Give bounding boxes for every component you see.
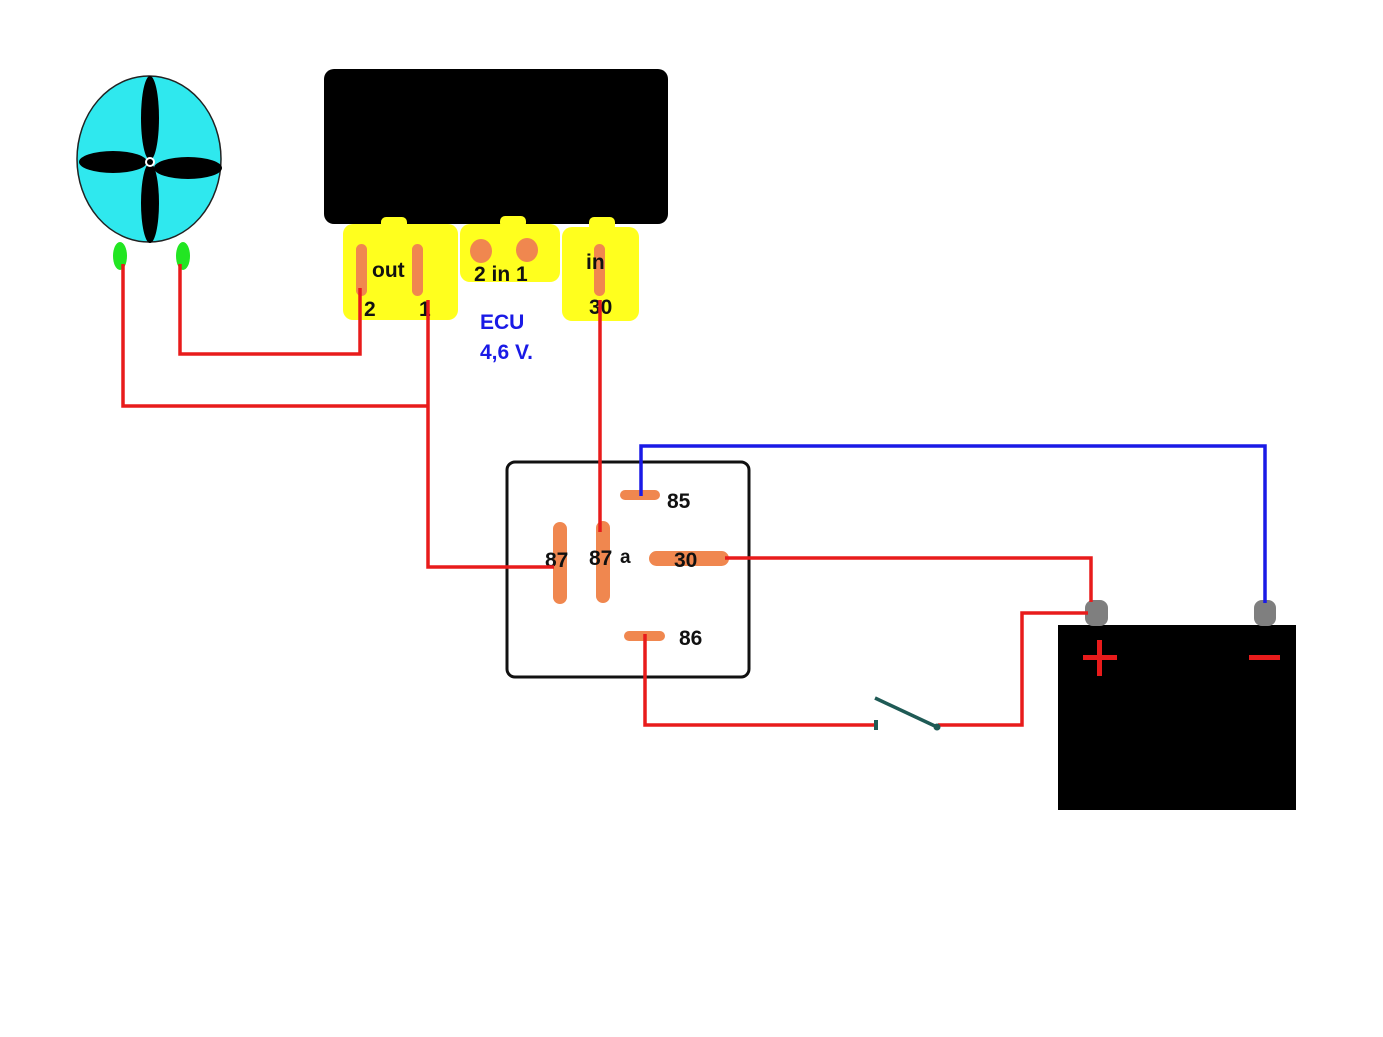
ecu-connector-out [343,217,458,320]
minus-icon [1249,655,1280,660]
ecu-voltage-label: 4,6 V. [480,341,533,364]
ecu: out 2 1 2 in 1 in 30 ECU 4,6 V. [324,69,668,364]
relay: 85 87 87 a 30 86 [505,460,751,679]
relay-pin-87 [553,522,567,604]
fan-terminal-right [176,242,190,270]
wire-relay-85-to-battery-negative [639,444,1267,603]
battery: + − [0,0,1296,810]
relay-label-86: 86 [679,627,702,650]
relay-label-30: 30 [674,549,697,572]
battery-post-negative [1254,600,1276,626]
relay-label-85: 85 [667,490,691,513]
switch [874,696,941,731]
wires [121,264,1267,727]
battery-positive-sign: + [0,0,1,1]
wire-switch-to-battery-positive [938,611,1088,727]
ecu-in-label: in [586,251,605,274]
switch-contact-right [933,723,941,731]
ecu-out-label: out [372,259,405,282]
relay-label-87a-suffix: a [620,547,631,568]
fan-terminal-left [113,242,127,270]
wire-fan-to-ecu-pin-2 [178,264,362,356]
switch-contact-left [874,720,878,730]
ecu-connector-mid [460,216,560,282]
fan [76,75,222,270]
wire-ecu-pin-1-to-relay-87 [426,300,554,569]
ecu-2in1-label: 2 in 1 [474,263,528,286]
battery-post-positive [1085,600,1108,626]
wire-fan-to-relay-87 [121,264,428,408]
ecu-body [324,69,668,224]
plus-icon [1083,640,1117,676]
ecu-name-label: ECU [480,311,524,334]
relay-label-87a: 87 [589,547,612,570]
relay-pin-87a [596,521,610,603]
wire-relay-30-to-battery-positive [725,556,1093,602]
battery-negative-sign: − [0,0,1,1]
wire-relay-86-to-switch [643,634,877,727]
battery-body [1058,625,1296,810]
switch-lever [874,696,938,729]
fan-icon [79,76,222,243]
ecu-connector-in [562,217,639,321]
relay-body [505,460,751,679]
relay-pin-30 [649,551,729,566]
ecu-pin-2-label: 2 [364,298,376,321]
